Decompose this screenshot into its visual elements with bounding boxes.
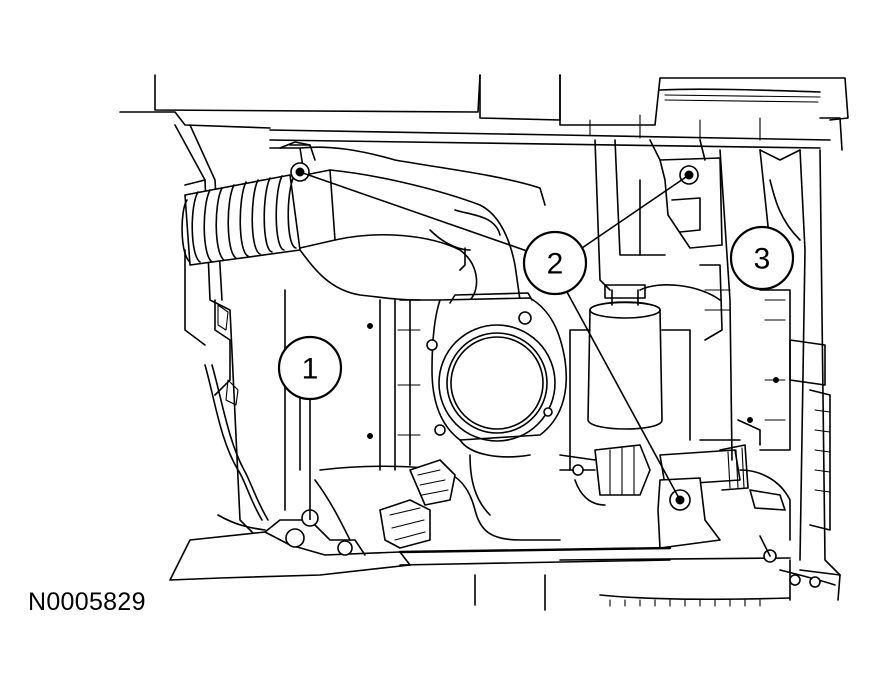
leader-line-2a: [299, 171, 528, 252]
callout-1: 1: [277, 335, 343, 401]
leader-lines: [299, 171, 690, 520]
leader-line-2b: [581, 174, 690, 249]
left-bulkhead-panel: [284, 289, 441, 511]
right-mounting-bracket: [289, 144, 723, 549]
lower-bracket: [169, 509, 672, 581]
callout-1-label: 1: [302, 353, 319, 386]
callout-3-label: 3: [754, 243, 771, 276]
right-side-structure: [594, 139, 841, 576]
air-intake-hose: [181, 169, 336, 266]
callout-2-label: 2: [547, 248, 564, 281]
right-cylinder-component: [569, 284, 721, 471]
lower-intake: [314, 454, 561, 549]
callout-3: 3: [729, 225, 795, 291]
upper-panel: [119, 74, 849, 151]
callout-2: 2: [522, 230, 588, 296]
hose-fittings: [559, 444, 791, 541]
intake-duct: [269, 141, 546, 301]
bottom-edge-structure: [474, 535, 841, 611]
figure-id-label: N0005829: [28, 588, 146, 616]
leader-line-2c: [566, 291, 681, 501]
throttle-body: [426, 292, 568, 458]
